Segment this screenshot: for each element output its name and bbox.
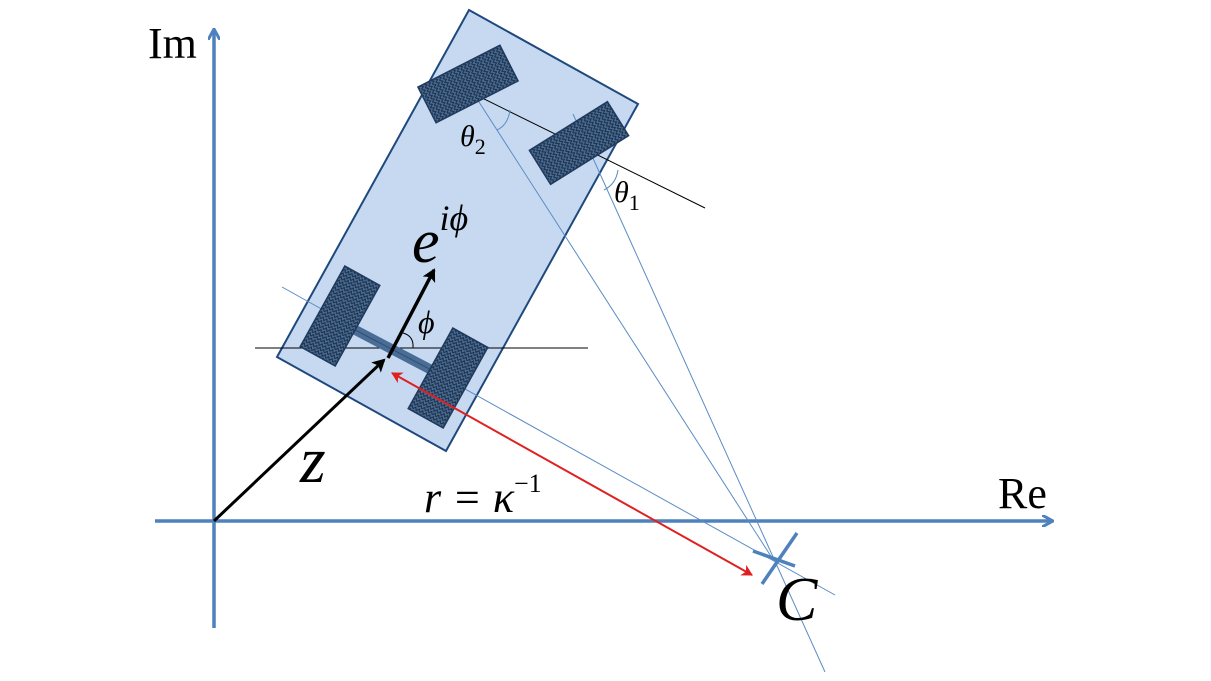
- orientation-label: eiϕ: [412, 198, 468, 276]
- radius-label: r = κ−1: [424, 469, 542, 522]
- radius-arrow: [391, 372, 753, 576]
- front-right-wheel: [528, 100, 630, 186]
- orientation-vector: [386, 268, 436, 359]
- re-axis-label: Re: [998, 469, 1047, 518]
- theta1-angle-arc: [603, 169, 619, 191]
- front-left-wheel: [416, 44, 520, 124]
- position-label: z: [299, 424, 326, 497]
- position-vector-z: [212, 358, 386, 523]
- theta2-angle-arc: [496, 109, 511, 131]
- center-mark-short: [752, 549, 796, 568]
- rear-left-wheel: [299, 265, 381, 367]
- theta2-label: θ2: [460, 120, 486, 159]
- im-axis-label: Im: [148, 19, 197, 68]
- center-mark-long: [760, 532, 799, 585]
- center-label: C: [776, 566, 818, 634]
- theta1-label: θ1: [614, 176, 640, 215]
- phi-angle-arc: [402, 332, 414, 349]
- phi-label: ϕ: [418, 304, 435, 340]
